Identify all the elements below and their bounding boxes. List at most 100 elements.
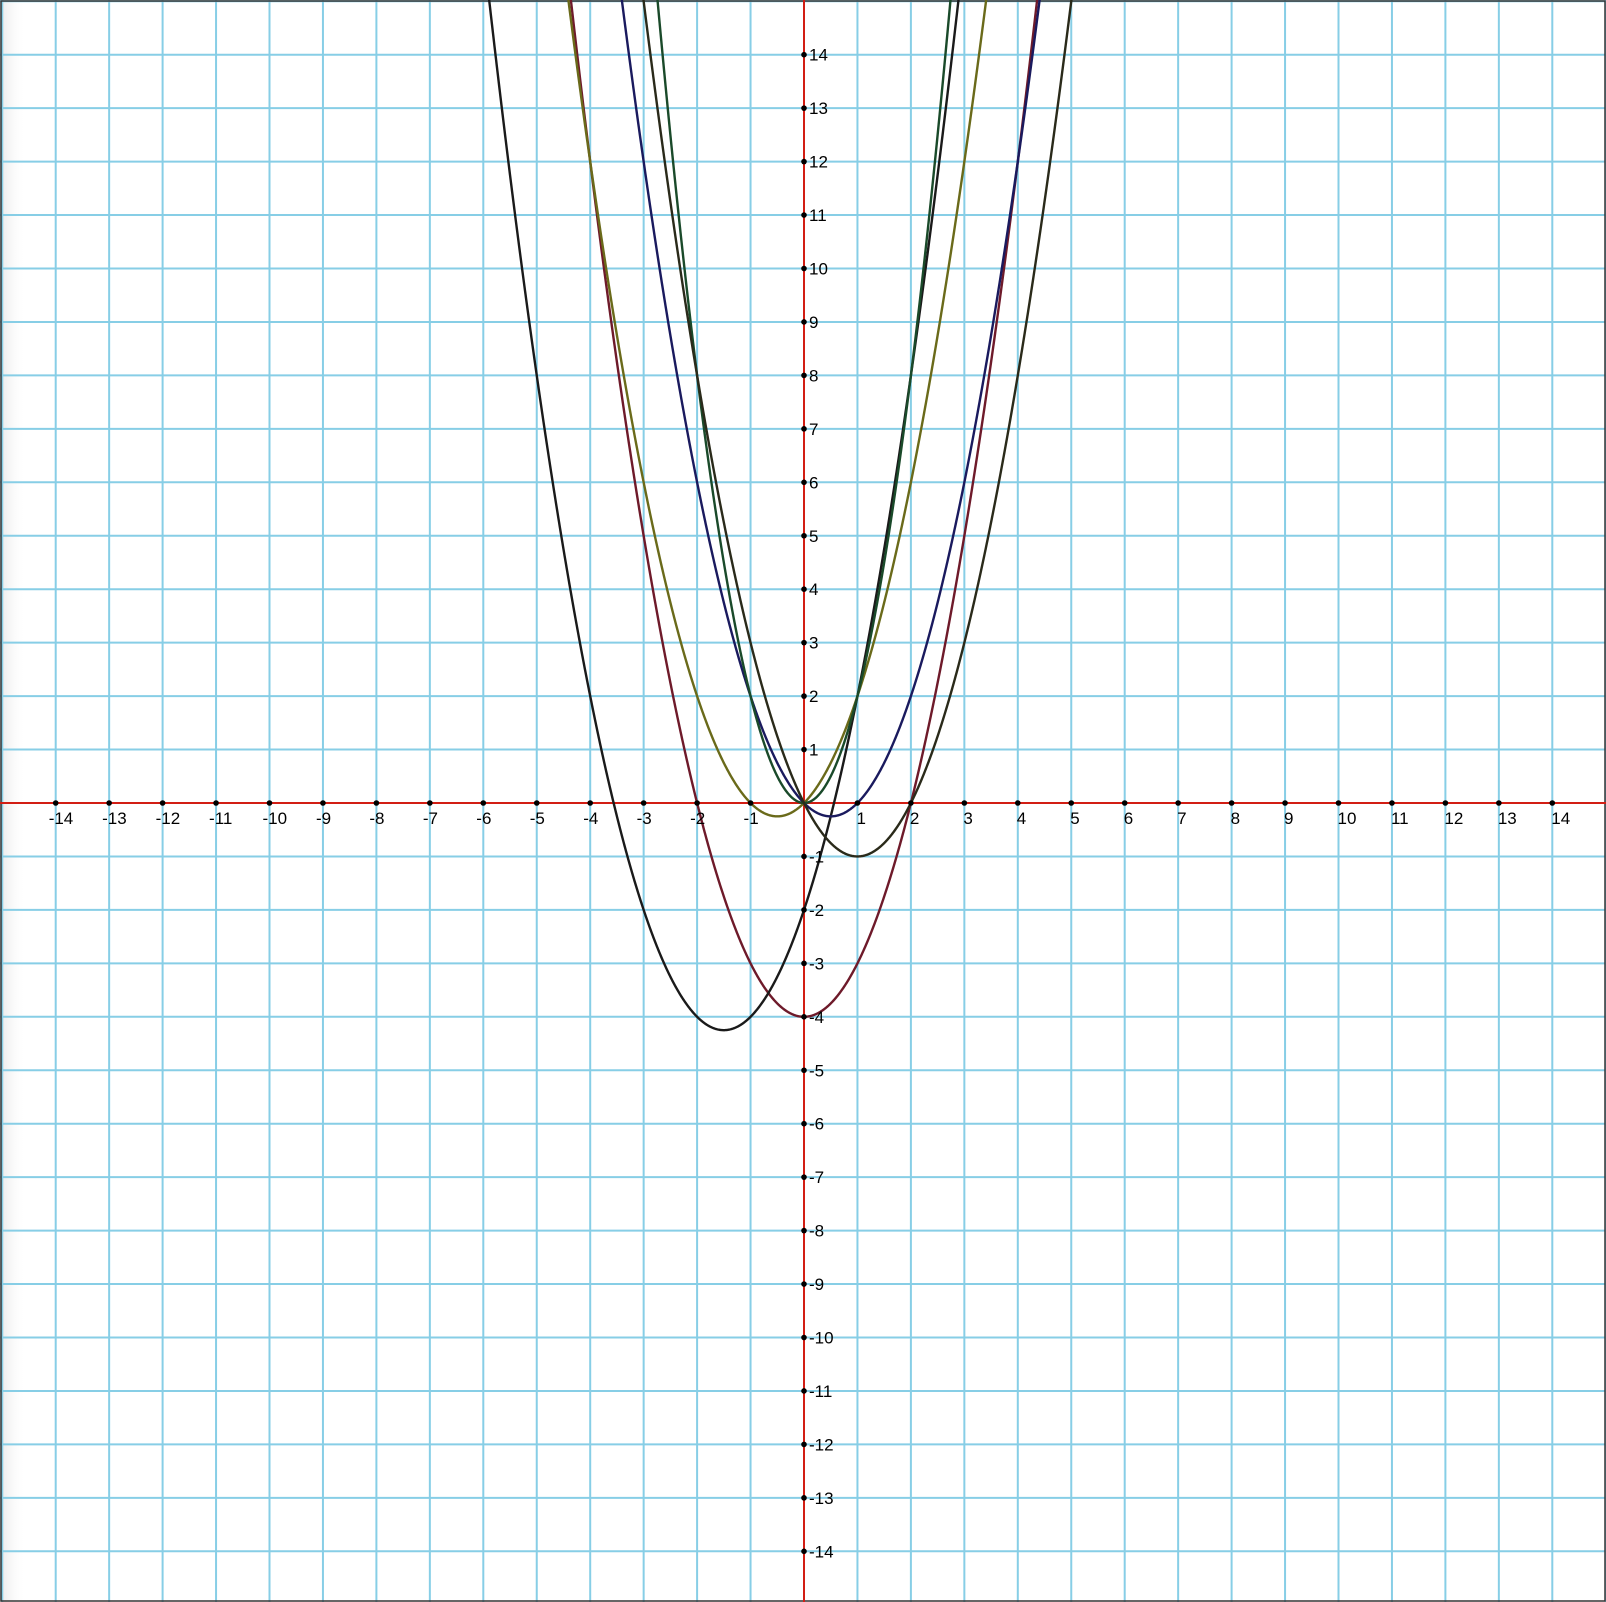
y-tick-label: 11 (809, 206, 827, 225)
x-tick-label: 7 (1177, 809, 1186, 828)
x-tick-label: -9 (316, 809, 331, 828)
x-tick-dot (1389, 800, 1395, 806)
y-tick-dot (801, 1441, 807, 1448)
y-tick-label: 6 (809, 473, 818, 492)
x-tick-label: -10 (263, 809, 288, 828)
x-tick-dot (1121, 800, 1128, 806)
x-tick-dot (1068, 800, 1075, 806)
x-tick-dot (1496, 800, 1502, 806)
y-tick-dot (801, 532, 807, 539)
x-tick-label: 2 (910, 809, 919, 828)
y-tick-dot (801, 1120, 807, 1127)
x-tick-dot (320, 800, 326, 806)
y-tick-label: 10 (809, 260, 828, 279)
y-tick-label: -9 (809, 1275, 824, 1294)
y-tick-dot (801, 105, 807, 111)
x-tick-dot (159, 800, 166, 806)
x-tick-label: 6 (1124, 809, 1133, 828)
y-tick-label: 13 (809, 99, 828, 118)
y-tick-label: 2 (809, 687, 818, 706)
x-tick-label: 1 (856, 809, 865, 828)
y-tick-label: -12 (809, 1435, 834, 1454)
x-tick-dot (1549, 800, 1556, 806)
x-tick-label: 8 (1231, 809, 1240, 828)
x-tick-label: 13 (1498, 809, 1517, 828)
y-tick-dot (801, 426, 807, 432)
x-tick-dot (1175, 800, 1181, 806)
y-tick-label: 7 (809, 420, 818, 439)
tick-marks (52, 51, 1556, 1555)
x-tick-dot (52, 800, 59, 806)
y-tick-label: -4 (809, 1008, 824, 1027)
y-tick-label: -3 (809, 954, 824, 973)
y-tick-label: 5 (809, 527, 818, 546)
y-tick-label: 3 (809, 634, 818, 653)
x-tick-label: 14 (1551, 809, 1570, 828)
x-tick-label: -7 (423, 809, 438, 828)
curve-series-6 (642, 0, 1073, 858)
y-tick-dot (801, 479, 807, 486)
x-tick-dot (961, 800, 968, 806)
y-tick-label: 4 (809, 580, 818, 599)
x-tick-dot (1015, 800, 1021, 806)
y-tick-label: -8 (809, 1222, 824, 1241)
x-tick-label: -3 (637, 809, 652, 828)
y-tick-label: -1 (809, 847, 824, 866)
x-tick-label: 3 (963, 809, 972, 828)
y-tick-dot (801, 1548, 807, 1555)
x-tick-dot (427, 800, 433, 806)
y-tick-label: 8 (809, 366, 818, 385)
x-tick-dot (587, 800, 593, 806)
x-tick-label: 10 (1338, 809, 1357, 828)
curve-series-4 (620, 0, 1041, 818)
left-edge-shadow (0, 0, 26, 1602)
x-tick-label: -8 (369, 809, 384, 828)
x-tick-label: 11 (1391, 809, 1409, 828)
x-tick-label: -13 (102, 809, 127, 828)
y-tick-dot (801, 319, 807, 325)
y-tick-label: 12 (809, 153, 828, 172)
x-tick-label: -5 (530, 809, 545, 828)
x-tick-dot (1335, 800, 1342, 806)
y-tick-dot (801, 960, 807, 967)
y-tick-dot (801, 1067, 807, 1074)
y-tick-dot (801, 853, 807, 860)
x-tick-label: -4 (583, 809, 598, 828)
y-tick-label: -2 (809, 901, 824, 920)
x-tick-label: -14 (49, 809, 74, 828)
y-tick-dot (801, 1227, 807, 1234)
x-tick-dot (908, 800, 914, 806)
y-tick-label: -7 (809, 1168, 824, 1187)
x-tick-label: -2 (690, 809, 705, 828)
x-tick-label: -11 (209, 809, 232, 828)
curve-series-3 (567, 0, 988, 818)
x-tick-dot (266, 800, 273, 806)
x-tick-dot (854, 800, 861, 806)
y-tick-dot (801, 212, 807, 218)
x-tick-dot (1442, 800, 1449, 806)
y-tick-label: 9 (809, 313, 818, 332)
x-tick-label: 12 (1444, 809, 1463, 828)
y-tick-dot (801, 746, 807, 753)
y-tick-label: -10 (809, 1329, 834, 1348)
y-tick-dot (801, 1014, 807, 1020)
x-tick-label: 4 (1017, 809, 1026, 828)
y-tick-dot (801, 1495, 807, 1501)
y-tick-dot (801, 693, 807, 699)
x-tick-label: -1 (744, 809, 759, 828)
x-tick-dot (1282, 800, 1288, 806)
curve-series-2 (487, 0, 960, 1032)
y-tick-dot (801, 586, 807, 592)
x-tick-dot (213, 800, 219, 806)
x-tick-dot (480, 800, 487, 806)
y-tick-label: -13 (809, 1489, 834, 1508)
y-tick-dot (801, 639, 807, 646)
x-tick-label: 9 (1284, 809, 1293, 828)
x-tick-dot (533, 800, 540, 806)
y-tick-label: -5 (809, 1061, 824, 1080)
y-tick-dot (801, 1281, 807, 1287)
x-tick-dot (747, 800, 754, 806)
